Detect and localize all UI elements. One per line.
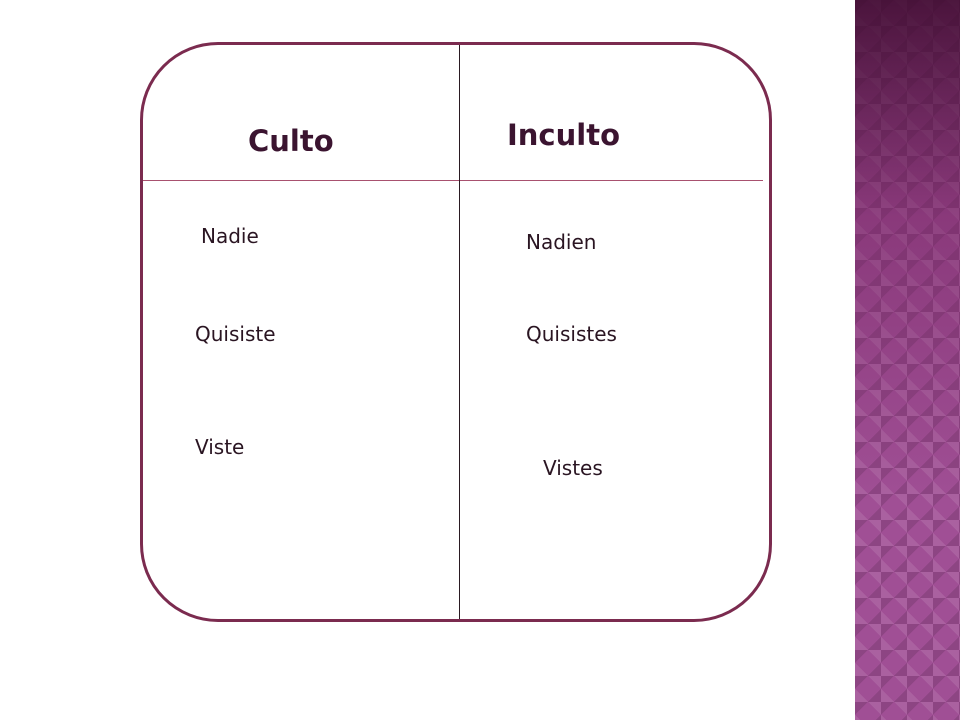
header-divider: [143, 180, 763, 181]
header-culto: Culto: [248, 124, 334, 158]
cell-culto-row-3: Viste: [195, 435, 245, 459]
cell-inculto-row-1: Nadien: [526, 230, 597, 254]
cell-inculto-row-2: Quisistes: [526, 322, 617, 346]
decorative-side-pattern: [855, 0, 960, 720]
cell-inculto-row-3: Vistes: [543, 456, 603, 480]
comparison-table: [140, 42, 772, 622]
cell-culto-row-2: Quisiste: [195, 322, 276, 346]
header-inculto: Inculto: [507, 118, 620, 152]
cell-culto-row-1: Nadie: [201, 224, 259, 248]
column-divider: [459, 45, 460, 619]
